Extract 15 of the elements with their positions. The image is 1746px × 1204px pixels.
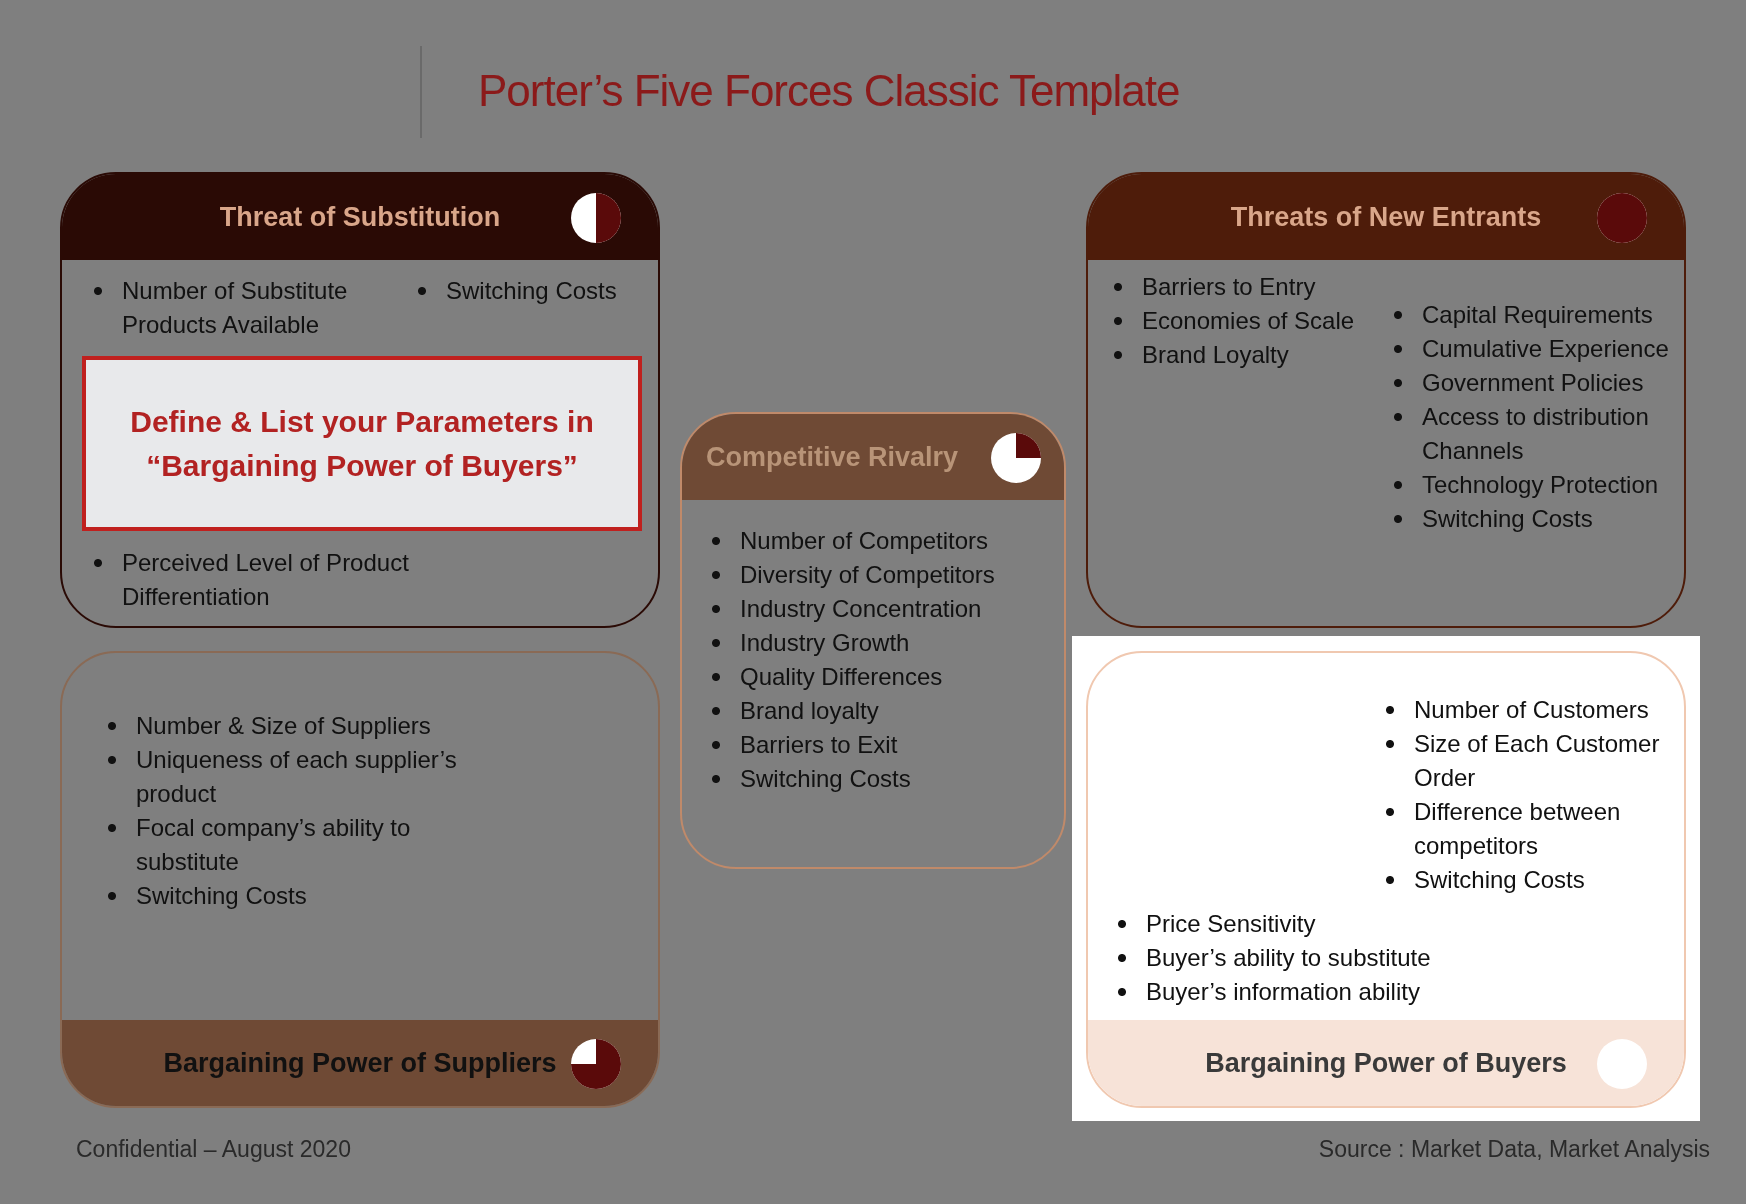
source-note: Source : Market Data, Market Analysis <box>1318 1136 1710 1163</box>
force-panel <box>680 412 1066 869</box>
callout-box <box>82 356 642 531</box>
panel-title: Threat of Substitution <box>219 201 501 233</box>
page-title: Porter’s Five Forces Classic Template <box>478 66 1180 116</box>
panel-title: Competitive Rivalry <box>706 441 959 473</box>
panel-title: Bargaining Power of Buyers <box>1205 1047 1567 1079</box>
force-panel <box>60 172 660 628</box>
panel-title: Bargaining Power of Suppliers <box>163 1047 557 1079</box>
force-panel <box>1086 172 1686 628</box>
force-panel <box>1086 651 1686 1108</box>
panel-title: Threats of New Entrants <box>1230 201 1542 233</box>
callout-text: Define & List your Parameters in “Bargaining Power of Buyers” <box>129 403 595 484</box>
force-panel <box>60 651 660 1108</box>
footer-note: Confidential – August 2020 <box>76 1136 351 1163</box>
